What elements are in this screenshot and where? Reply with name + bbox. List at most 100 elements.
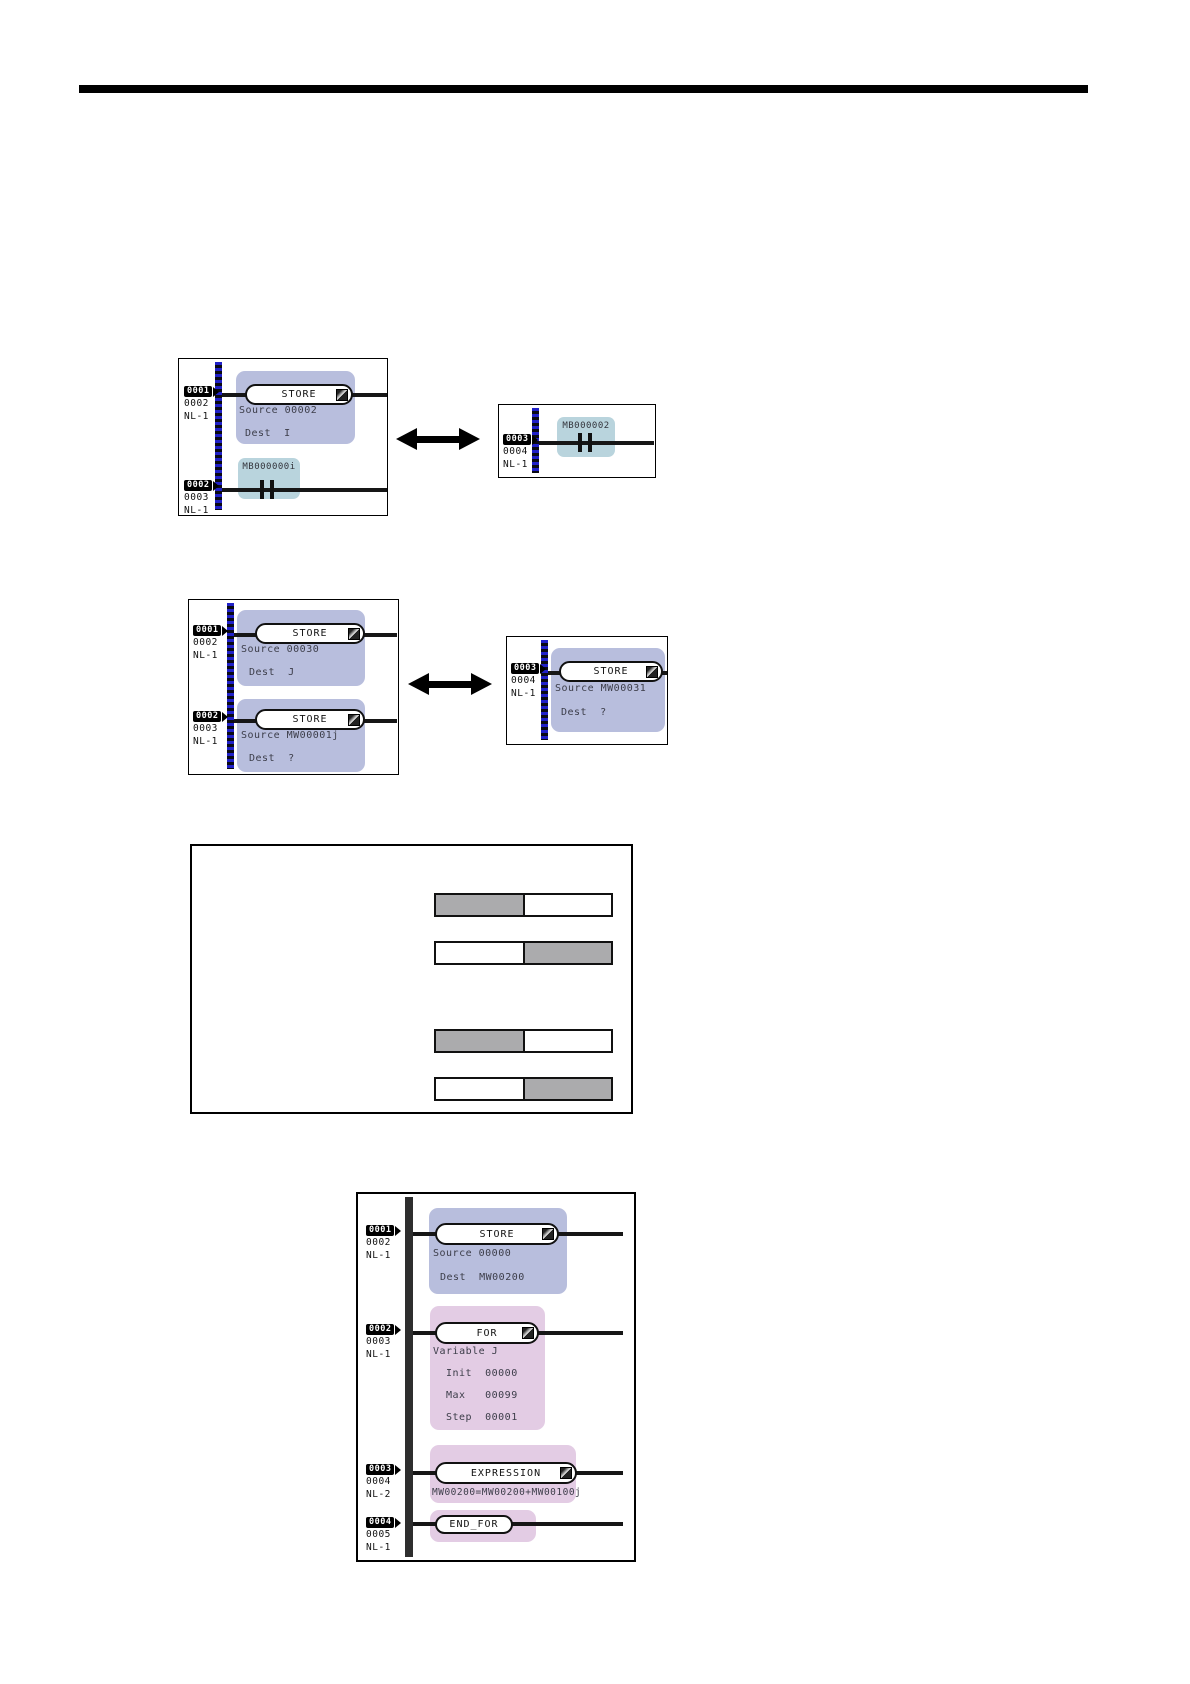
end-for-label: END_FOR xyxy=(449,1519,499,1530)
detail-icon xyxy=(348,713,360,726)
step-addr: 0003 xyxy=(366,1336,391,1347)
detail-icon xyxy=(560,1467,572,1479)
step-arrow-icon xyxy=(395,1225,402,1236)
timing-bar xyxy=(434,1029,613,1053)
source-field: Source 00030 xyxy=(241,644,320,655)
for-variable-field: Variable J xyxy=(433,1346,499,1357)
end-for-instruction: END_FOR xyxy=(435,1515,513,1534)
contact-block xyxy=(238,458,300,499)
arrow-right-head-icon xyxy=(471,673,492,695)
power-rail xyxy=(215,362,222,510)
step-tag: 0002 xyxy=(193,711,222,722)
ladder-panel-subscript-j-source: STORE Source 00030 Dest J 0001 0002 NL-1… xyxy=(188,599,399,775)
step-tag: 0003 xyxy=(511,663,540,674)
detail-icon xyxy=(348,627,360,640)
arrow-shaft xyxy=(429,680,471,688)
step-tag: 0003 xyxy=(503,434,532,445)
bar-left-half xyxy=(436,943,523,963)
store-block xyxy=(236,371,355,444)
store-instruction: STORE xyxy=(559,661,663,682)
arrow-shaft xyxy=(417,435,459,443)
store-label: STORE xyxy=(292,628,328,639)
step-nl: NL-1 xyxy=(193,650,218,661)
expression-label: EXPRESSION xyxy=(470,1467,542,1479)
for-label: FOR xyxy=(476,1327,498,1339)
page-header-rule xyxy=(79,85,1088,93)
step-addr: 0002 xyxy=(193,637,218,648)
step-arrow-icon xyxy=(213,386,220,397)
timing-bar xyxy=(434,941,613,965)
step-arrow-icon xyxy=(222,711,229,722)
arrow-left-head-icon xyxy=(396,428,417,450)
bar-right-half xyxy=(522,943,611,963)
store-block xyxy=(429,1208,567,1294)
power-rail xyxy=(405,1197,413,1557)
step-nl: NL-1 xyxy=(511,688,536,699)
detail-icon xyxy=(646,665,658,678)
source-field: Source 00002 xyxy=(239,405,318,416)
dest-field: Dest ? xyxy=(561,707,607,718)
power-rail xyxy=(541,640,548,740)
step-arrow-icon xyxy=(540,663,547,674)
step-nl: NL-1 xyxy=(366,1542,391,1553)
bar-right-half xyxy=(522,1031,612,1051)
rung-label: 0004 0005 NL-1 xyxy=(366,1517,402,1554)
step-nl: NL-1 xyxy=(366,1250,391,1261)
step-nl: NL-1 xyxy=(184,505,209,516)
step-tag: 0002 xyxy=(184,480,213,491)
step-addr: 0004 xyxy=(511,675,536,686)
ladder-panel-subscript-j-result: STORE Source MW00031 Dest ? 0003 0004 NL… xyxy=(506,636,668,745)
contact-label: MB000000i xyxy=(242,462,296,472)
step-nl: NL-2 xyxy=(366,1489,391,1500)
rung-label: 0002 0003 NL-1 xyxy=(184,480,220,517)
arrow-right-head-icon xyxy=(459,428,480,450)
source-field: Source MW00001j xyxy=(241,730,339,741)
bar-right-half xyxy=(522,1079,611,1099)
arrow-left-head-icon xyxy=(408,673,429,695)
rung-label: 0001 0002 NL-1 xyxy=(366,1225,402,1262)
source-field: Source MW00031 xyxy=(555,683,647,694)
expression-instruction: EXPRESSION xyxy=(435,1462,577,1484)
step-arrow-icon xyxy=(395,1464,402,1475)
store-label: STORE xyxy=(593,666,629,677)
step-addr: 0002 xyxy=(366,1237,391,1248)
dest-field: Dest ? xyxy=(249,753,295,764)
for-step-field: Step 00001 xyxy=(446,1412,518,1423)
step-nl: NL-1 xyxy=(503,459,528,470)
rung-label: 0002 0003 NL-1 xyxy=(193,711,229,748)
step-tag: 0002 xyxy=(366,1324,395,1335)
detail-icon xyxy=(522,1327,534,1339)
for-max-field: Max 00099 xyxy=(446,1390,518,1401)
step-nl: NL-1 xyxy=(366,1349,391,1360)
step-arrow-icon xyxy=(395,1324,402,1335)
step-addr: 0003 xyxy=(184,492,209,503)
rung-label: 0003 0004 NL-2 xyxy=(366,1464,402,1501)
timing-comparison-box xyxy=(190,844,633,1114)
no-contact-symbol xyxy=(260,480,274,499)
detail-icon xyxy=(542,1228,554,1240)
step-addr: 0005 xyxy=(366,1529,391,1540)
ladder-panel-subscript-i-result: MB000002 0003 0004 NL-1 xyxy=(498,404,656,478)
dest-field: Dest MW00200 xyxy=(440,1272,525,1283)
step-addr: 0003 xyxy=(193,723,218,734)
rung-label: 0002 0003 NL-1 xyxy=(366,1324,402,1361)
store-label: STORE xyxy=(281,389,317,400)
step-arrow-icon xyxy=(213,480,220,491)
timing-bar xyxy=(434,1077,613,1101)
step-tag: 0001 xyxy=(184,386,213,397)
store-label: STORE xyxy=(479,1228,515,1240)
store-block xyxy=(237,610,365,686)
for-init-field: Init 00000 xyxy=(446,1368,518,1379)
step-arrow-icon xyxy=(395,1517,402,1528)
step-tag: 0003 xyxy=(366,1464,395,1475)
store-instruction: STORE xyxy=(435,1223,559,1245)
bar-left-half xyxy=(436,1079,523,1099)
ladder-panel-for-loop-program: STORE Source 00000 Dest MW00200 0001 000… xyxy=(356,1192,636,1562)
step-nl: NL-1 xyxy=(193,736,218,747)
step-arrow-icon xyxy=(222,625,229,636)
rung-line xyxy=(539,441,654,445)
bar-left-half xyxy=(436,895,523,915)
ladder-panel-subscript-i-source: STORE Source 00002 Dest I 0001 0002 NL-1… xyxy=(178,358,388,516)
step-arrow-icon xyxy=(532,434,539,445)
rung-label: 0001 0002 NL-1 xyxy=(193,625,229,662)
